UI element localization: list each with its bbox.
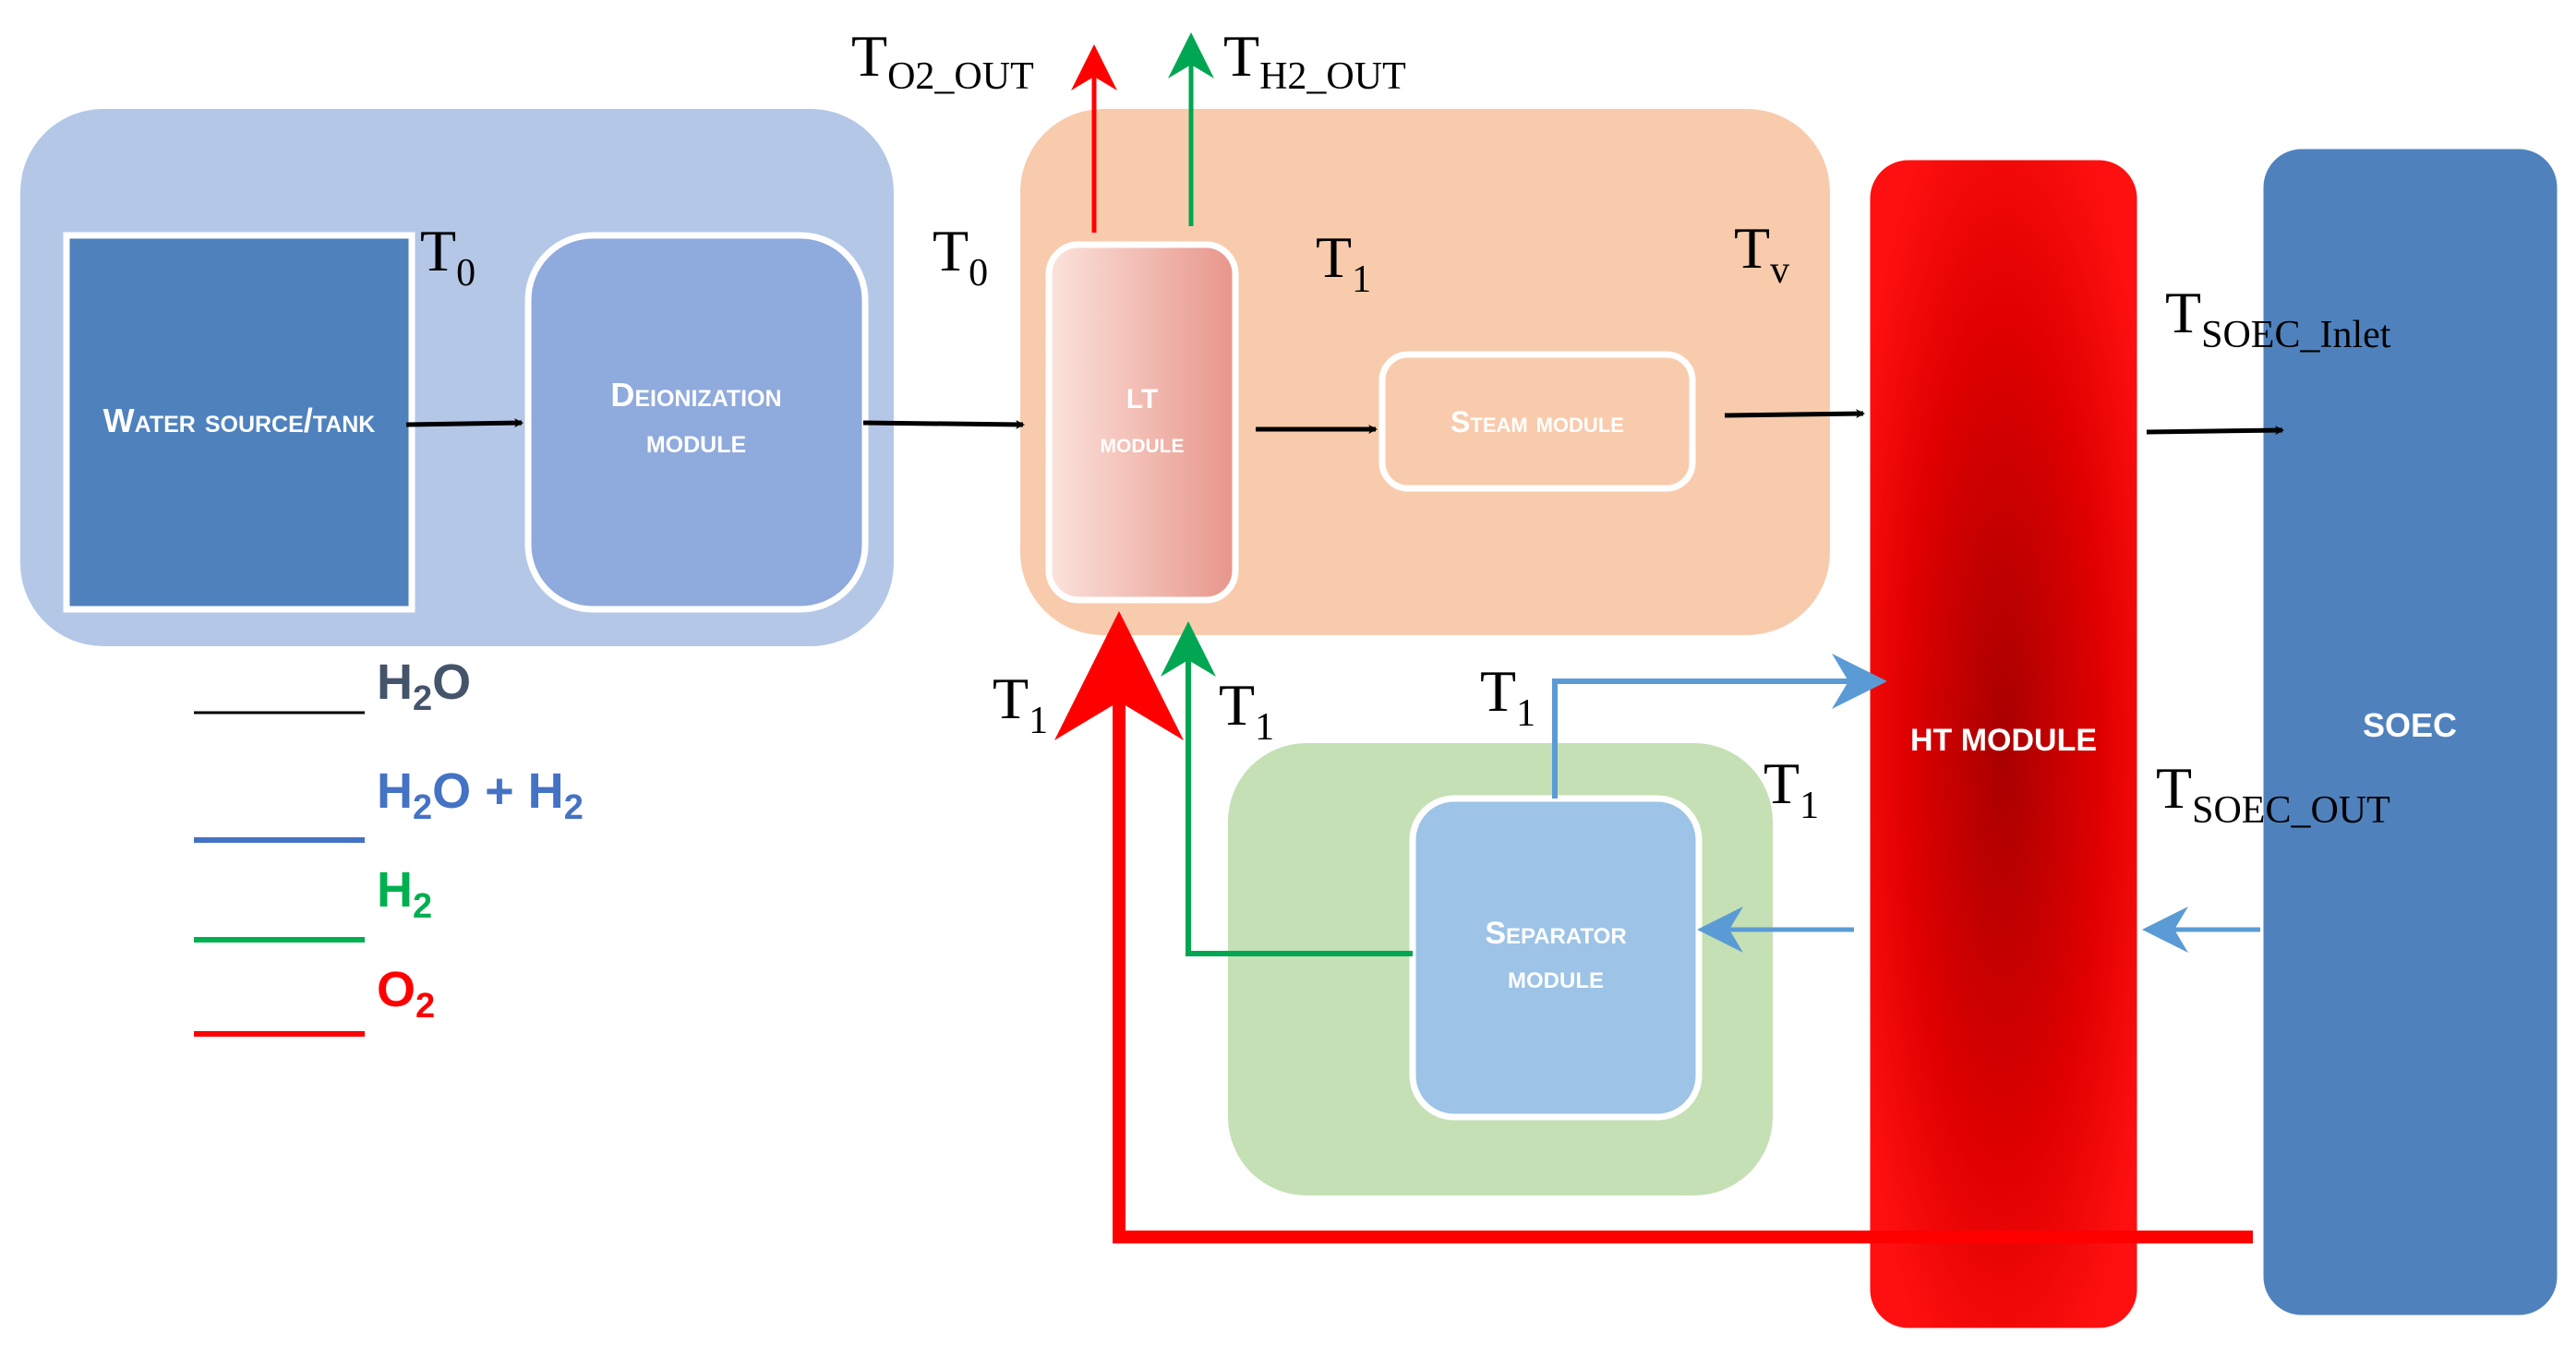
temp-t1-separator-zone: T1 [1763,751,1819,827]
soec-box [2257,142,2564,1322]
legend: H2O H2O + H2 H2 O2 [194,654,584,1037]
ht-module-box [1863,153,2144,1335]
separator-label-line1: Separator [1485,916,1626,951]
deionization-label-line2: module [646,422,746,460]
temp-t1-o2-return: T1 [993,666,1048,742]
temp-h2-out: TH2_OUT [1223,23,1406,98]
legend-label-h2: H2 [377,862,432,926]
steam-module-box [1378,351,1696,492]
temp-soec-out: TSOEC_OUT [2156,755,2390,832]
ht-module-label: HT MODULE [1910,723,2097,758]
legend-label-h2o-h2: H2O + H2 [377,763,584,827]
temp-o2-out: TO2_OUT [851,23,1034,98]
legend-label-o2: O2 [377,962,435,1026]
flow-water-to-deionization [405,418,524,428]
lt-module-box [1045,241,1239,604]
temp-t1-lt-out: T1 [1316,224,1371,301]
water-source-label: Water source/tank [103,402,376,439]
temp-t1-separator-out: T1 [1480,658,1535,735]
deionization-label-line1: Deionization [610,376,781,414]
flow-steam-to-ht [1724,409,1865,419]
separator-module-box [1409,795,1703,1121]
temp-t0-water: T0 [420,218,475,294]
water-source-box [63,232,415,613]
soec-label: SOEC [2363,706,2457,744]
temp-t1-h2-return: T1 [1219,672,1274,749]
lt-label-line1: LT [1126,384,1158,414]
flow-ht-to-soec [2146,426,2284,436]
steam-module-label: Steam module [1451,405,1624,438]
separator-label-line2: module [1508,960,1604,995]
flow-o2-return [1054,611,2253,1243]
temp-t0-deionized: T0 [933,218,988,294]
flow-h2-return [1161,621,1413,956]
temp-tv: Tv [1734,215,1789,292]
legend-label-h2o: H2O [377,654,471,718]
temp-soec-inlet: TSOEC_Inlet [2165,280,2391,356]
lt-label-line2: module [1101,428,1185,459]
flow-deionization-to-lt [862,419,1025,429]
flow-separator-to-ht [1552,654,1887,799]
